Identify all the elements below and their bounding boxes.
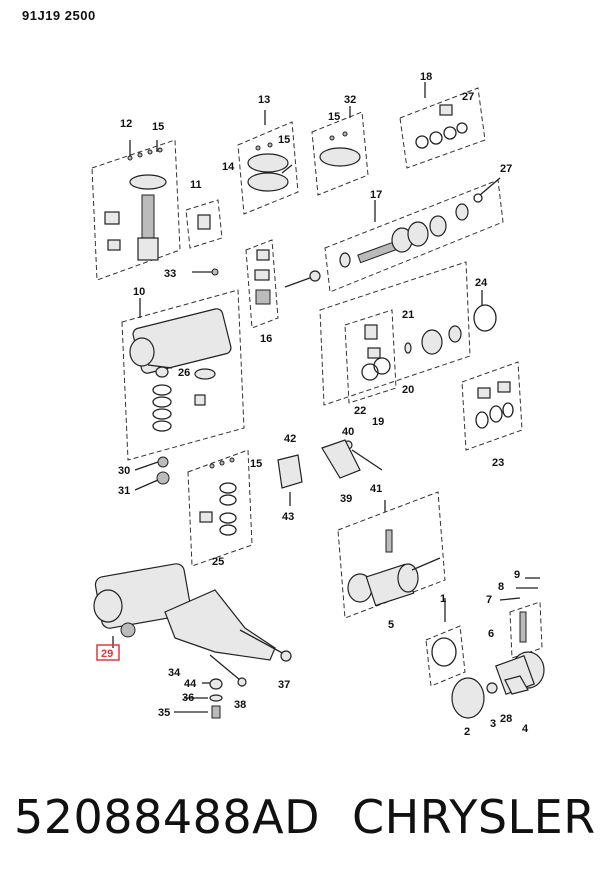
callout-40: 40 xyxy=(342,426,354,438)
footer: 52088488AD CHRYSLER xyxy=(0,790,600,870)
parts-2-4 xyxy=(451,651,545,719)
leader-lines xyxy=(112,164,293,713)
group-25-box xyxy=(187,449,253,567)
group-13-box xyxy=(237,110,299,215)
callout-22: 22 xyxy=(354,405,366,417)
callout-38: 38 xyxy=(234,699,246,711)
part-24-ring xyxy=(473,290,497,332)
callout-30: 30 xyxy=(118,465,130,477)
callout-44: 44 xyxy=(184,678,197,690)
callout-15: 15 xyxy=(328,111,340,123)
brand-name: CHRYSLER xyxy=(352,790,596,844)
callout-8: 8 xyxy=(498,581,504,593)
callout-31: 31 xyxy=(118,485,130,497)
callout-39: 39 xyxy=(340,493,352,505)
callout-7: 7 xyxy=(486,594,492,606)
callout-43: 43 xyxy=(282,511,294,523)
housing-29-and-arm-34 xyxy=(93,563,292,719)
callout-24: 24 xyxy=(475,277,488,289)
callout-4: 4 xyxy=(522,723,529,735)
callout-1: 1 xyxy=(440,593,446,605)
callout-34: 34 xyxy=(168,667,181,679)
part-number: 52088488AD xyxy=(14,790,321,844)
group-16-box xyxy=(245,239,321,329)
callout-20: 20 xyxy=(402,384,414,396)
callout-36: 36 xyxy=(182,692,194,704)
callout-11: 11 xyxy=(190,179,202,191)
callout-18: 18 xyxy=(420,71,432,83)
callout-23: 23 xyxy=(492,457,504,469)
callout-32: 32 xyxy=(344,94,356,106)
callout-19: 19 xyxy=(372,416,384,428)
group-32-box xyxy=(311,106,369,196)
diagram-code: 91J19 2500 xyxy=(22,8,96,23)
callout-3: 3 xyxy=(490,718,496,730)
callout-29: 29 xyxy=(101,648,113,660)
callout-25: 25 xyxy=(212,556,224,568)
parts-39-43 xyxy=(277,439,383,506)
callout-33: 33 xyxy=(164,268,176,280)
group-18-box xyxy=(399,82,486,169)
callout-14: 14 xyxy=(222,161,235,173)
callout-16: 16 xyxy=(260,333,272,345)
callout-15: 15 xyxy=(250,458,262,470)
callout-17: 17 xyxy=(370,189,382,201)
group-11-box xyxy=(185,199,223,249)
callout-10: 10 xyxy=(133,286,145,298)
callout-41: 41 xyxy=(370,483,382,495)
group-5-box xyxy=(337,491,446,619)
callout-27: 27 xyxy=(462,91,474,103)
part-1-box xyxy=(425,598,466,687)
group-17-box xyxy=(324,177,504,293)
callout-5: 5 xyxy=(388,619,394,631)
callout-28: 28 xyxy=(500,713,512,725)
callout-26: 26 xyxy=(178,367,190,379)
callout-12: 12 xyxy=(120,118,132,130)
callout-35: 35 xyxy=(158,707,170,719)
callout-29-highlight xyxy=(96,644,120,661)
group-12-box xyxy=(91,139,181,281)
parts-6-9 xyxy=(499,577,543,659)
callout-6: 6 xyxy=(488,628,494,640)
group-10-box xyxy=(121,268,245,485)
callout-21: 21 xyxy=(402,309,414,321)
callout-labels: 12 15 13 15 14 15 32 18 27 27 17 11 33 1… xyxy=(96,71,529,738)
group-23-box xyxy=(461,361,523,451)
group-19-box xyxy=(319,261,471,406)
callout-27: 27 xyxy=(500,163,512,175)
callout-13: 13 xyxy=(258,94,270,106)
callout-15: 15 xyxy=(278,134,290,146)
callout-42: 42 xyxy=(284,433,296,445)
callout-9: 9 xyxy=(514,569,520,581)
callout-2: 2 xyxy=(464,726,470,738)
callout-15: 15 xyxy=(152,121,164,133)
callout-37: 37 xyxy=(278,679,290,691)
